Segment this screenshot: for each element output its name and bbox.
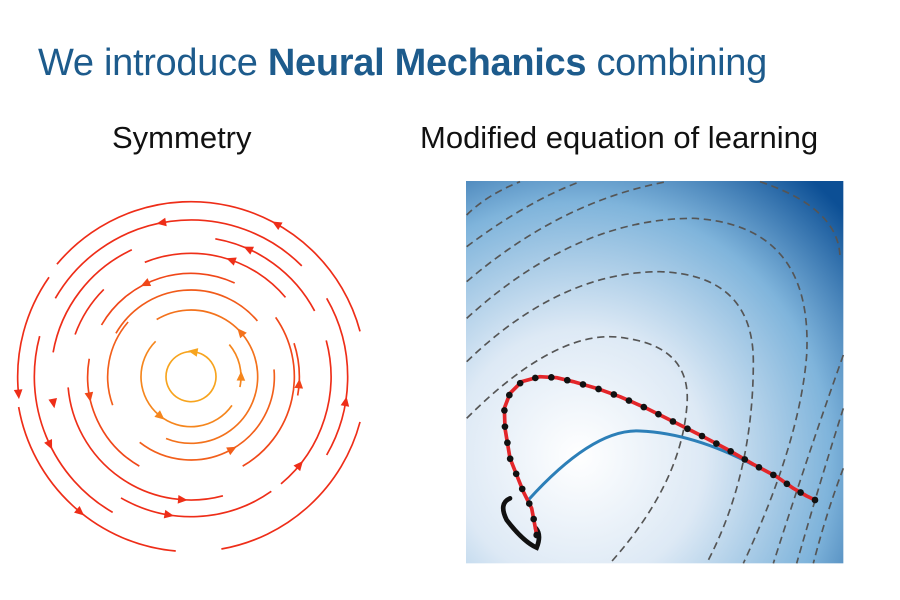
step-dot — [625, 397, 633, 404]
flow-arrow-icon — [236, 371, 246, 381]
flow-line — [293, 342, 301, 396]
contour-line — [795, 408, 845, 564]
step-dot — [755, 463, 763, 471]
flow-line — [221, 421, 361, 550]
step-dot — [533, 531, 540, 539]
flow-line — [56, 200, 361, 332]
flow-line — [115, 289, 259, 334]
flow-line — [33, 335, 114, 514]
step-dot — [504, 439, 511, 447]
loss-landscape-plot — [466, 180, 845, 564]
flow-arrow-icon — [140, 278, 152, 287]
contour-line — [466, 180, 521, 216]
flow-line — [106, 321, 129, 406]
flow-line — [242, 316, 296, 467]
flow-line — [100, 272, 236, 326]
step-dot — [501, 423, 509, 431]
slide-title: We introduce Neural Mechanics combining — [38, 42, 767, 85]
flow-arrow-icon — [74, 505, 85, 516]
step-dot — [797, 489, 804, 496]
step-dot — [595, 385, 602, 393]
flow-line — [156, 309, 259, 445]
flow-line — [228, 343, 242, 388]
step-dot — [684, 425, 691, 433]
flow-line — [67, 387, 224, 501]
flow-arrow-icon — [177, 495, 188, 504]
flow-arrow-icon — [340, 396, 350, 407]
step-dot — [563, 376, 571, 384]
step-dot — [501, 407, 508, 414]
step-dot — [530, 515, 538, 523]
flow-line — [325, 297, 349, 456]
flow-line — [52, 249, 133, 353]
flow-arrow-icon — [163, 509, 174, 519]
flow-arrow-icon — [294, 378, 304, 389]
step-dot — [769, 471, 777, 479]
step-dot — [741, 456, 749, 463]
step-dot — [698, 432, 706, 440]
contour-line — [466, 270, 755, 564]
flow-arrow-icon — [237, 328, 247, 339]
flow-line — [16, 276, 50, 392]
step-dot — [640, 403, 648, 411]
step-dot — [548, 374, 555, 381]
title-emphasis: Neural Mechanics — [267, 42, 587, 84]
modified-equation-label: Modified equation of learning — [420, 120, 819, 155]
step-dot — [783, 480, 791, 488]
symmetry-flow-diagram — [13, 200, 361, 552]
step-dot — [610, 391, 618, 398]
contour-line — [812, 468, 845, 564]
step-dot — [518, 485, 526, 493]
step-dot — [516, 379, 524, 387]
flow-arrow-icon — [243, 246, 254, 255]
flow-arrow-icon — [154, 410, 165, 420]
flow-arrow-icon — [48, 398, 58, 409]
flow-line — [120, 490, 272, 518]
step-dots — [501, 374, 819, 539]
flow-arrow-icon — [226, 446, 237, 456]
symmetry-label: Symmetry — [112, 120, 252, 155]
flow-line — [215, 237, 316, 312]
flow-line — [86, 358, 140, 467]
flow-arrow-icon — [156, 217, 167, 227]
step-dot — [579, 381, 587, 388]
flow-arrow-icon — [44, 439, 53, 450]
title-text: We introduce — [38, 42, 268, 84]
flow-line — [280, 340, 332, 485]
flow-line — [140, 340, 233, 428]
step-dot — [811, 496, 819, 504]
gradient-flow-blue-curve — [527, 429, 755, 502]
flow-line — [17, 406, 176, 552]
contour-line — [772, 354, 845, 564]
contour-line — [759, 180, 841, 259]
step-dot — [506, 455, 514, 463]
contour-lines — [466, 180, 845, 564]
flow-arrow-icon — [188, 348, 199, 357]
contour-line — [466, 180, 581, 248]
flow-line — [54, 219, 303, 299]
flow-arrow-icon — [13, 389, 23, 400]
flow-arrow-icon — [226, 257, 237, 266]
contour-line — [466, 335, 689, 564]
flow-arrow-icon — [272, 221, 283, 230]
flow-arrow-icon — [293, 461, 303, 472]
step-dot — [506, 391, 513, 399]
flow-line — [144, 252, 287, 298]
step-dot — [525, 500, 533, 507]
heatmap-background — [466, 181, 844, 564]
flow-line — [165, 350, 217, 403]
contour-line — [466, 217, 808, 564]
step-dot — [531, 374, 539, 382]
step-dot — [669, 418, 677, 425]
flow-arrow-icon — [84, 391, 94, 402]
step-dot — [727, 447, 735, 455]
flow-line — [74, 288, 105, 335]
step-dot — [655, 410, 662, 418]
step-dot — [512, 470, 520, 478]
contour-line — [466, 180, 667, 283]
step-dot — [713, 440, 720, 447]
title-text-end: combining — [586, 42, 767, 84]
